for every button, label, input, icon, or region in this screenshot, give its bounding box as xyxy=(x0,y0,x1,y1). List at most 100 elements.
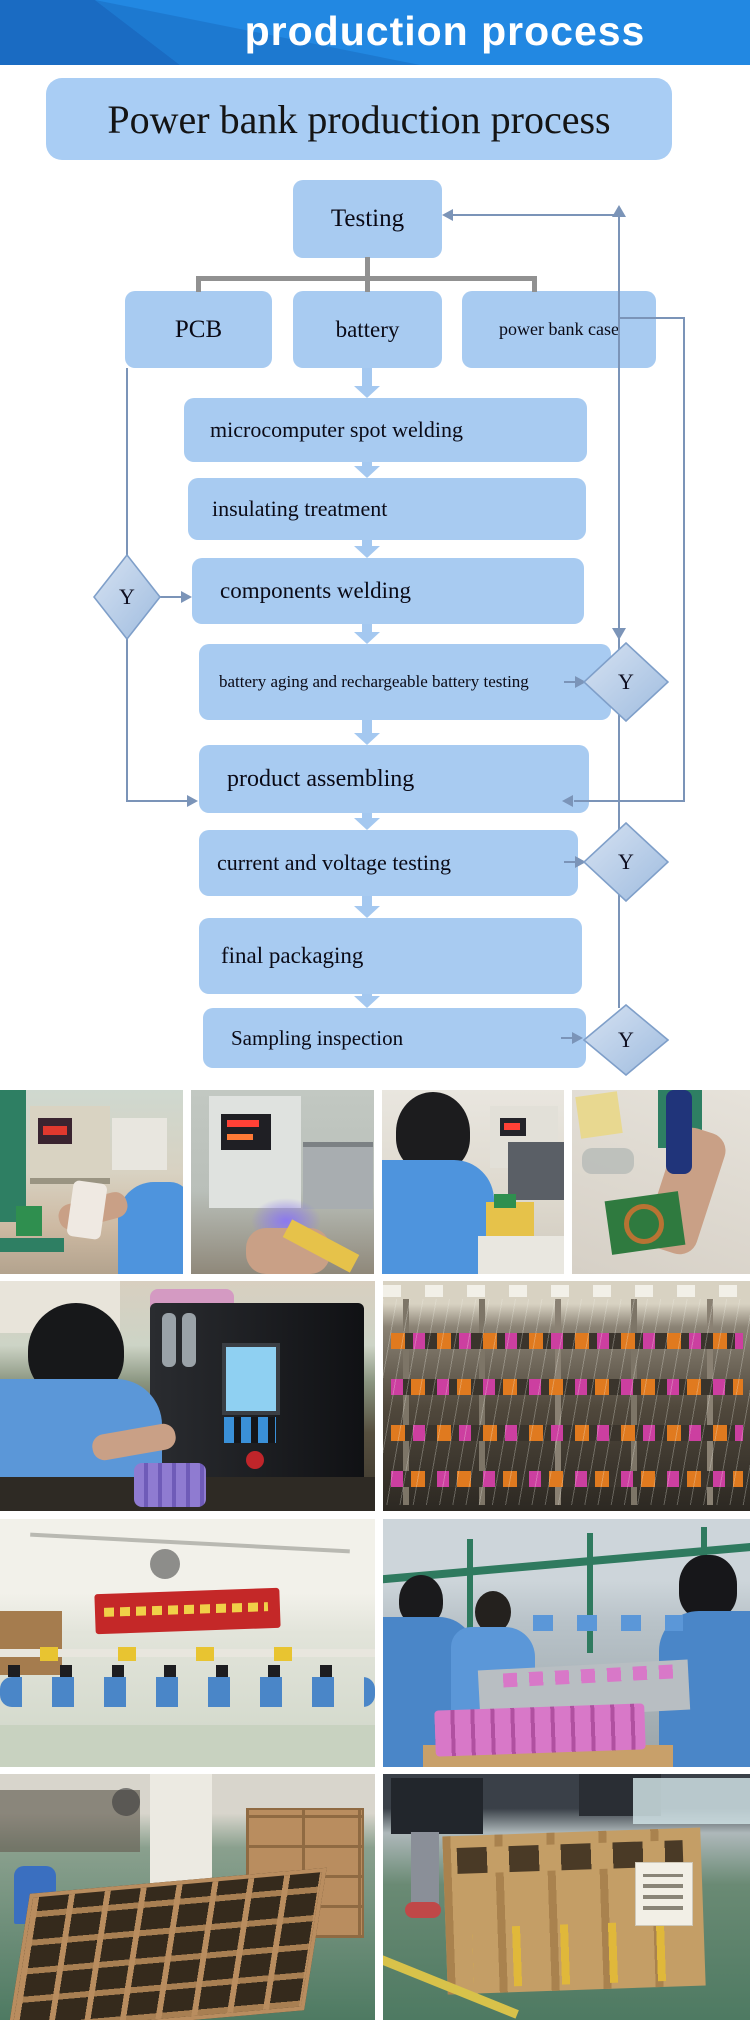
green-pcb xyxy=(494,1194,516,1208)
bright-window xyxy=(633,1778,750,1824)
blue-tool xyxy=(666,1090,692,1174)
test-board-shelf xyxy=(391,1333,743,1349)
green-frame xyxy=(0,1090,26,1222)
node-battery: battery xyxy=(293,291,442,368)
cardboard-boxes xyxy=(0,1611,62,1675)
photo-aging-racks xyxy=(383,1281,750,1511)
electrode xyxy=(182,1313,196,1367)
arrowhead-down-into-diamond1 xyxy=(612,628,626,640)
yellow-tape-stripes xyxy=(472,1920,684,1988)
copper-coil xyxy=(624,1204,664,1244)
white-bench xyxy=(478,1236,564,1274)
instrument-gray xyxy=(303,1142,373,1209)
left-diamond-out-line xyxy=(160,596,182,598)
worker-heads-row xyxy=(8,1665,368,1677)
green-pcb xyxy=(16,1206,42,1236)
background-workers xyxy=(533,1615,683,1631)
node-final-packaging: final packaging xyxy=(199,918,582,994)
arrowhead-into-diamond2 xyxy=(575,856,586,868)
worker-legs xyxy=(411,1832,439,1904)
arrowhead-into-testing xyxy=(442,209,453,221)
node-power-bank-case: power bank case xyxy=(462,291,656,368)
connector-gray-drop-case xyxy=(532,276,537,292)
feedback-line-right-vertical xyxy=(618,216,620,1008)
flow-arrow-welding-to-insulating xyxy=(354,462,380,478)
test-board-shelf xyxy=(391,1425,743,1441)
green-frame-bar xyxy=(0,1238,64,1252)
feedback-line-into-testing xyxy=(453,214,619,216)
rack-post xyxy=(631,1299,637,1505)
flow-arrow-components-to-aging xyxy=(354,624,380,644)
red-readout xyxy=(43,1126,67,1135)
photo-spot-welding-machine xyxy=(0,1281,375,1511)
red-readout xyxy=(227,1120,259,1127)
banner-title: production process xyxy=(244,8,646,54)
node-current-voltage-testing: current and voltage testing xyxy=(199,830,578,896)
green-floor xyxy=(0,1725,375,1767)
power-bank-case-white xyxy=(66,1179,108,1241)
photo-spot-welding-glow xyxy=(191,1090,374,1274)
diamond-shape xyxy=(583,822,669,902)
red-shoes xyxy=(405,1902,441,1918)
electrode xyxy=(162,1313,176,1367)
white-stack xyxy=(112,1118,167,1170)
decision-label: Y xyxy=(618,849,634,874)
node-insulating-treatment: insulating treatment xyxy=(188,478,586,540)
worker-head xyxy=(475,1591,511,1633)
flow-arrow-aging-to-assembling xyxy=(354,720,380,745)
red-readout xyxy=(504,1123,520,1130)
decision-diamond-left: Y xyxy=(93,554,161,640)
divider-grid xyxy=(7,1867,327,2020)
yellow-paper xyxy=(575,1091,623,1139)
worker-blue-shirt xyxy=(382,1160,494,1274)
line-aging-to-diamond1 xyxy=(564,681,576,683)
arrowhead-into-diamond3 xyxy=(572,1032,583,1044)
arrowhead-into-assembling-left xyxy=(187,795,198,807)
flow-arrow-insulating-to-components xyxy=(354,540,380,558)
photo-battery-testing xyxy=(382,1090,564,1274)
red-readout-2 xyxy=(227,1134,253,1140)
node-components-welding: components welding xyxy=(192,558,584,624)
machine-keypad xyxy=(224,1417,276,1443)
white-pillar xyxy=(150,1774,212,1886)
photo-shipping-cartons xyxy=(383,1774,750,2020)
rack-post xyxy=(707,1299,713,1505)
node-testing: Testing xyxy=(293,180,442,258)
photo-packing-line xyxy=(383,1519,750,1767)
decision-label: Y xyxy=(119,584,135,609)
decision-diamond-sampling: Y xyxy=(583,1004,669,1076)
machine-screen xyxy=(222,1343,280,1415)
photo-pcb-soldering xyxy=(572,1090,750,1274)
diamond-shape xyxy=(93,554,161,640)
floor-fan xyxy=(112,1788,140,1816)
rack-post xyxy=(555,1299,561,1505)
decision-label: Y xyxy=(618,1027,634,1052)
node-sampling-inspection: Sampling inspection xyxy=(203,1008,586,1068)
top-banner: production process xyxy=(0,0,750,65)
line-into-assembling-right xyxy=(574,800,684,802)
far-right-vertical xyxy=(683,317,685,802)
line-sampling-to-diamond3 xyxy=(561,1037,573,1039)
decision-diamond-current: Y xyxy=(583,822,669,902)
connector-gray-drop-pcb xyxy=(196,276,201,292)
diamond-shape xyxy=(583,1004,669,1076)
arrowhead-into-assembling-right xyxy=(562,795,573,807)
decision-label: Y xyxy=(618,669,634,694)
solder-bits xyxy=(582,1148,634,1174)
ceiling-fan xyxy=(150,1549,180,1579)
purple-battery-cells xyxy=(134,1463,206,1507)
ceiling-beam xyxy=(30,1532,350,1554)
branch-line-top xyxy=(618,317,685,319)
node-battery-aging: battery aging and rechargeable battery t… xyxy=(199,644,611,720)
red-button xyxy=(246,1451,264,1469)
power-supply-unit xyxy=(209,1096,301,1208)
green-frame-post xyxy=(467,1539,473,1659)
flow-arrow-assembling-to-current xyxy=(354,813,380,830)
page-title: Power bank production process xyxy=(46,78,672,160)
hanging-wires xyxy=(383,1299,750,1505)
node-product-assembling: product assembling xyxy=(199,745,589,813)
flow-arrow-current-to-packaging xyxy=(354,896,380,918)
arrowhead-into-components xyxy=(181,591,192,603)
line-current-to-diamond2 xyxy=(564,861,576,863)
